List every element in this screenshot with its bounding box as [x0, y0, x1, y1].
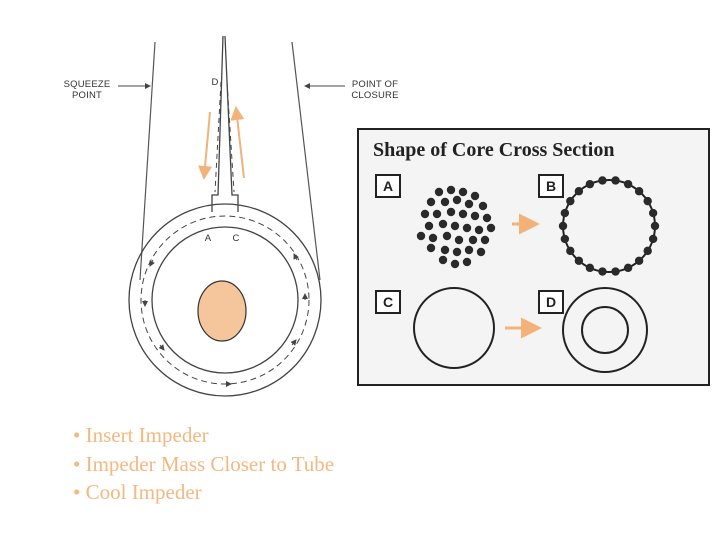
core-ring-dot [611, 267, 620, 276]
core-ring-dot [650, 221, 660, 231]
core-dot [464, 199, 474, 209]
core-ring-dot [648, 234, 658, 244]
core-ring-dot [574, 187, 584, 196]
core-shapes [413, 176, 660, 373]
bullet-list: Insert Impeder Impeder Mass Closer to Tu… [73, 421, 335, 507]
core-dot [458, 209, 468, 219]
core-dot [480, 235, 490, 245]
core-ring-dot [611, 176, 620, 185]
core-dot [464, 245, 474, 255]
core-dot [428, 233, 438, 243]
core-ring-dot [585, 263, 595, 273]
label-squeeze-point: SQUEEZE POINT [52, 79, 122, 101]
vee-right-edge [224, 35, 239, 212]
label-c: C [232, 233, 240, 244]
core-dot [470, 211, 480, 221]
label-closure-line2: CLOSURE [351, 90, 399, 101]
label-point-of-closure: POINT OF CLOSURE [340, 79, 410, 101]
letter-a-box: A [375, 174, 401, 198]
strip-left-outer [139, 41, 156, 281]
core-a-dot-cluster [416, 185, 496, 269]
core-dot [426, 243, 436, 253]
core-dot [452, 247, 462, 257]
letter-d-box: D [538, 290, 564, 314]
core-ring-dot [598, 267, 607, 276]
core-dot [446, 185, 456, 195]
core-dot [468, 235, 478, 245]
core-dot [450, 259, 460, 269]
core-ring-dot [623, 263, 633, 273]
core-c-circle [413, 287, 495, 369]
core-dot [470, 191, 480, 201]
core-dot [458, 187, 468, 197]
label-d: D [211, 77, 219, 88]
core-dot [416, 231, 426, 241]
core-ring-dot [643, 246, 652, 256]
core-b-dot-ring [558, 176, 660, 276]
core-d-inner [581, 306, 629, 354]
core-dot [446, 207, 456, 217]
core-ring-dot [623, 179, 633, 189]
letter-b-box: B [538, 174, 564, 198]
core-dot [476, 247, 486, 257]
core-ring-dot [634, 187, 644, 196]
letter-c-box: C [375, 290, 401, 314]
label-closure-line1: POINT OF [351, 79, 399, 90]
tube-outer-ring [128, 203, 322, 397]
current-path-right [226, 81, 235, 193]
core-dot [482, 213, 492, 223]
vee-left-edge [211, 35, 224, 212]
core-ring-dot [558, 221, 568, 231]
core-dot [474, 225, 484, 235]
core-dot [438, 219, 448, 229]
core-dot [478, 201, 488, 211]
orange-arrow-up [230, 106, 245, 179]
core-dot [440, 245, 450, 255]
core-ring-dot [566, 246, 575, 256]
core-ring-dot [574, 256, 584, 265]
core-panel-title: Shape of Core Cross Section [373, 139, 615, 161]
core-ring-dot [648, 208, 658, 218]
bullet-item: Impeder Mass Closer to Tube [73, 450, 335, 479]
core-dot [462, 223, 472, 233]
label-squeeze-line2: POINT [71, 90, 103, 101]
core-dot [432, 209, 442, 219]
core-dot [454, 235, 464, 245]
core-dot [438, 255, 448, 265]
core-ring-dot [585, 179, 595, 189]
orange-arrow-down [198, 111, 213, 180]
strip-right-outer [291, 41, 321, 281]
bullet-item: Cool Impeder [73, 478, 334, 507]
core-ring-dot [634, 256, 644, 265]
core-dot [442, 231, 452, 241]
core-ring-dot [560, 208, 570, 218]
core-dot [440, 197, 450, 207]
core-dot [462, 257, 472, 267]
core-dot [452, 195, 462, 205]
bullet-item: Insert Impeder [73, 421, 334, 450]
core-dot [486, 223, 496, 233]
label-squeeze-line1: SQUEEZE [63, 79, 111, 90]
core-dot [426, 197, 436, 207]
core-dot [424, 221, 434, 231]
core-d-outer [562, 287, 648, 373]
core-dot [420, 209, 430, 219]
core-ring-dot [566, 196, 575, 206]
impeder [197, 280, 247, 342]
current-path-left [214, 81, 222, 193]
core-cross-section-panel: Shape of Core Cross Section A B C D [357, 128, 710, 386]
core-ring-dot [598, 176, 607, 185]
core-dot [450, 221, 460, 231]
core-ring-dot [643, 196, 652, 206]
core-dot [434, 187, 444, 197]
core-ring-dot [560, 234, 570, 244]
label-a: A [204, 233, 212, 244]
